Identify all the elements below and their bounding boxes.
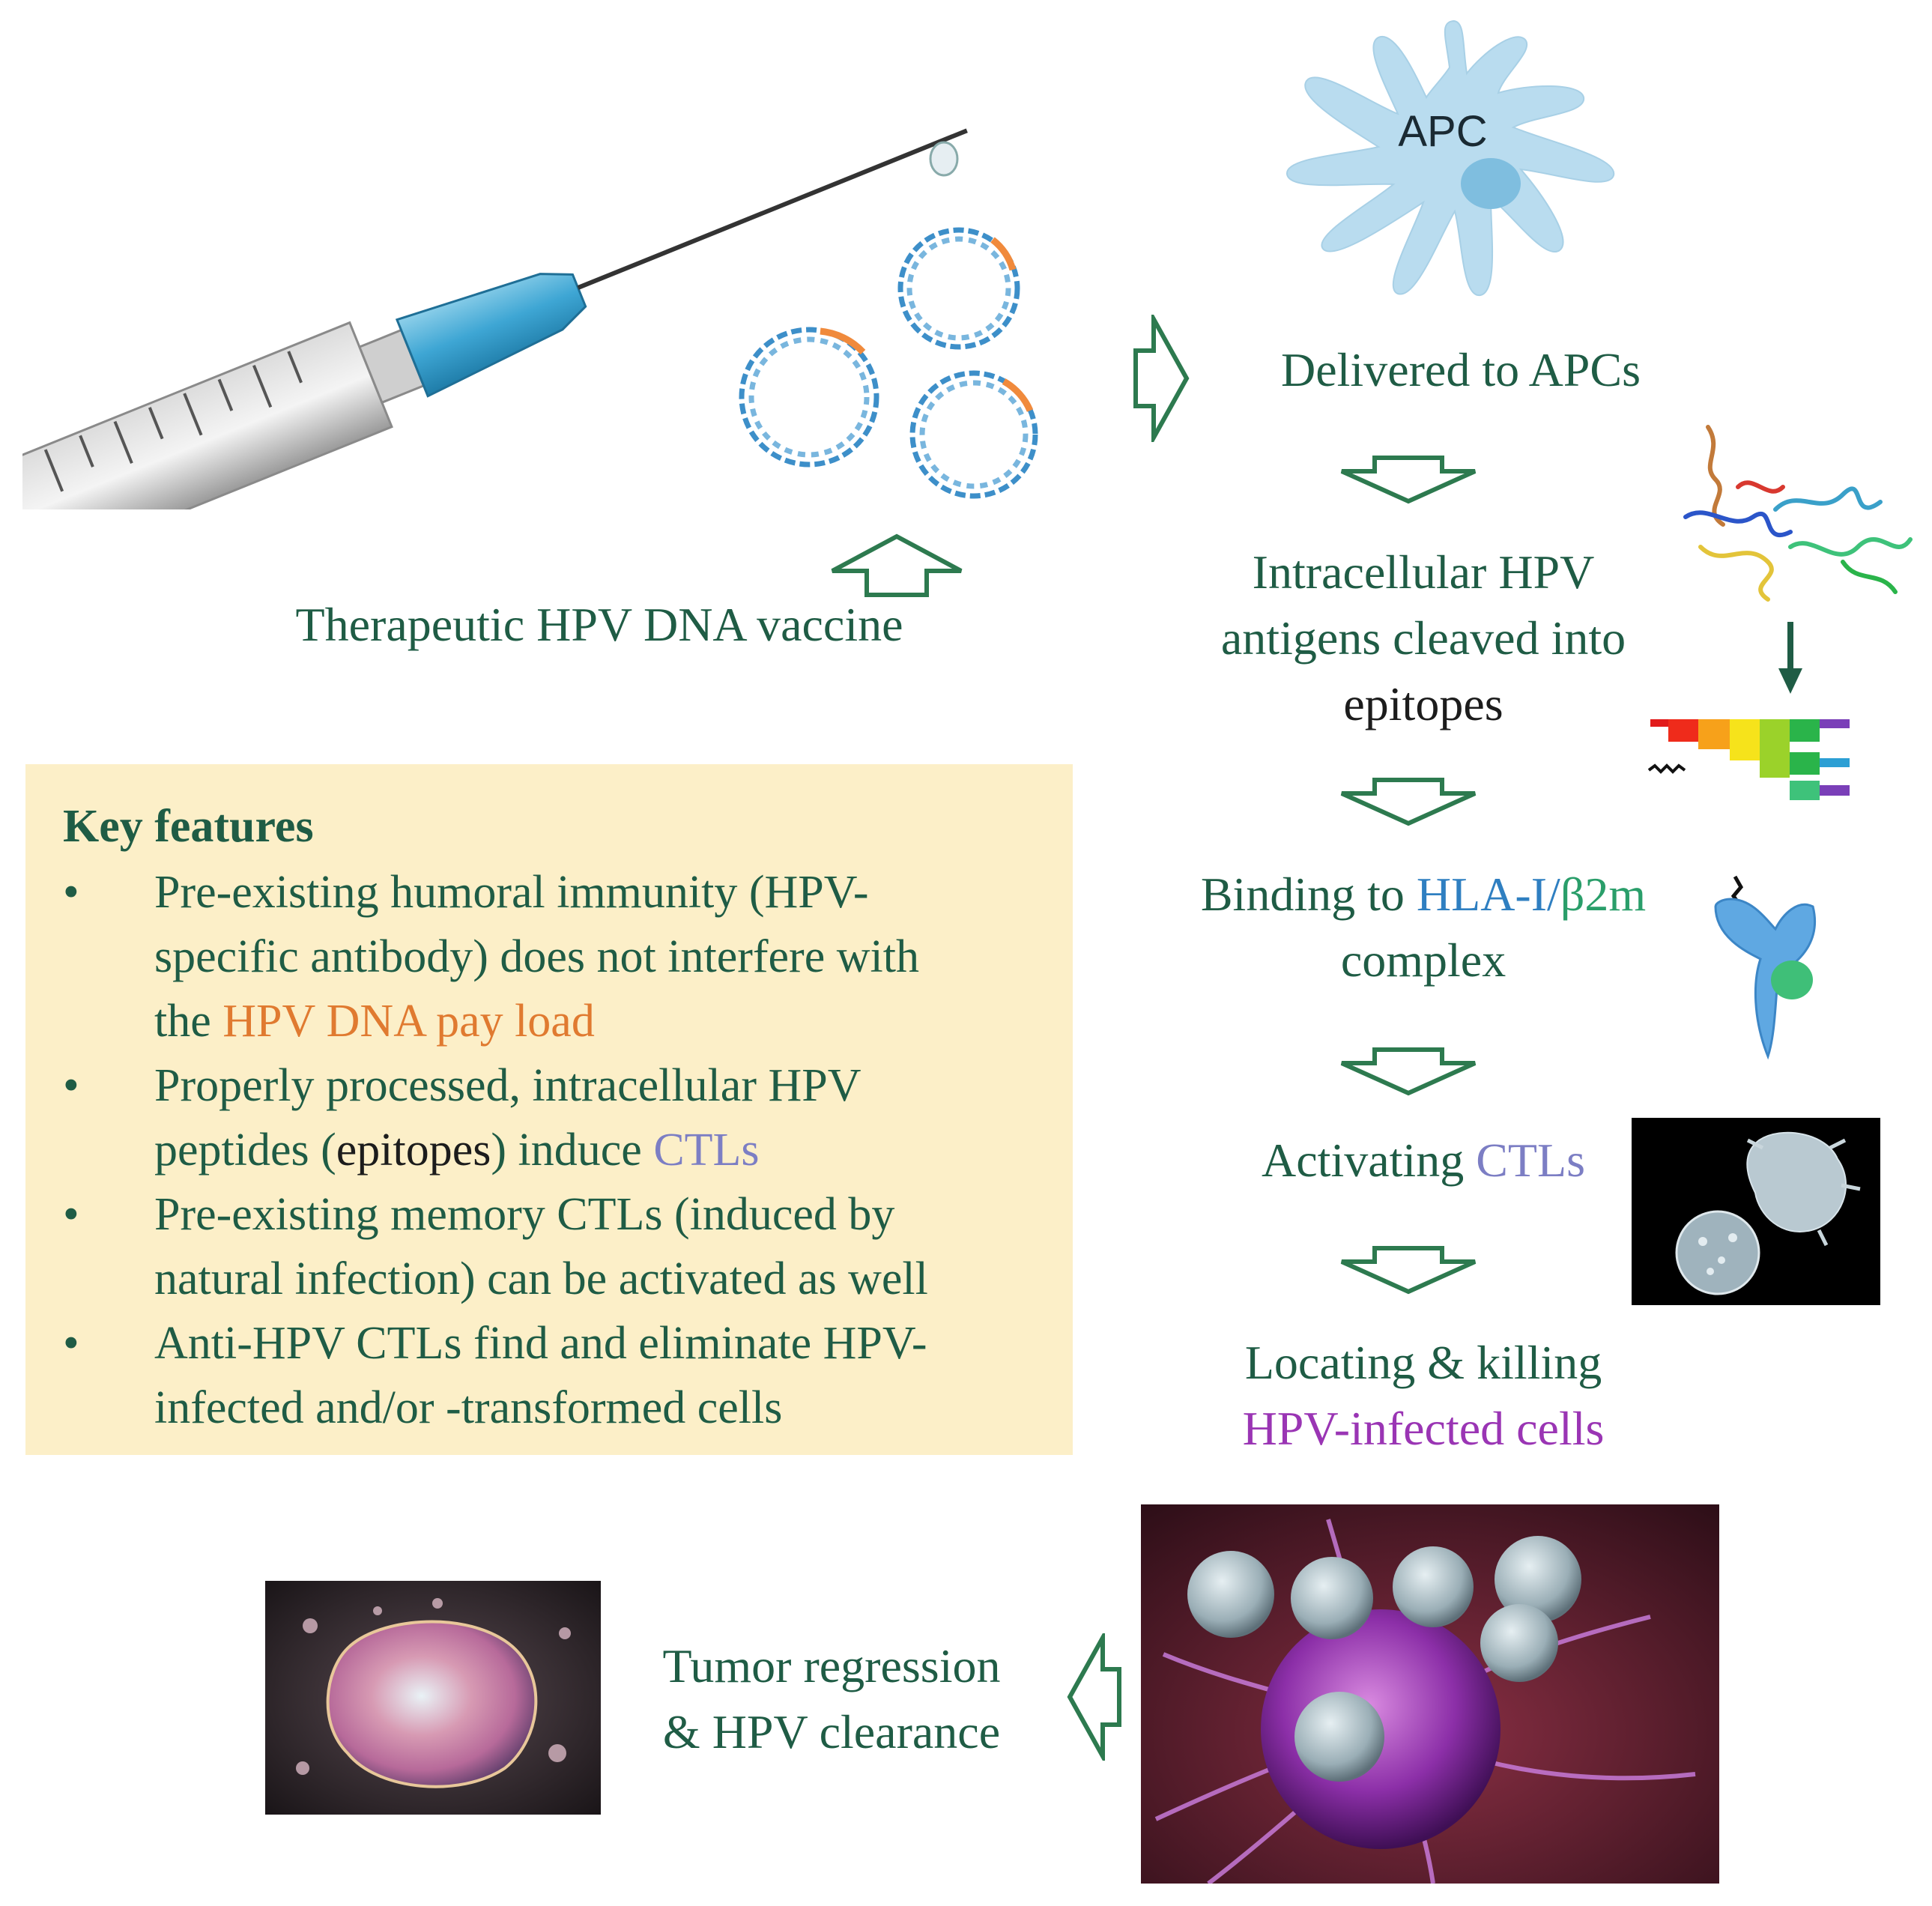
tumor-cell-image bbox=[265, 1581, 601, 1815]
step-binding: Binding to HLA-I/β2m complex bbox=[1124, 862, 1723, 993]
bullet: • bbox=[63, 867, 79, 918]
step-delivered: Delivered to APCs bbox=[1281, 343, 1641, 396]
key-feature-2-line2: peptides ( bbox=[154, 1125, 336, 1176]
bullet: • bbox=[63, 1318, 79, 1369]
epitope-fragments-icon bbox=[1647, 719, 1850, 800]
step-tumor: Tumor regression & HPV clearance bbox=[607, 1633, 1056, 1765]
step-tumor-line2: & HPV clearance bbox=[662, 1705, 1001, 1758]
ctl-attack-image bbox=[1141, 1504, 1719, 1884]
key-feature-3-line2: natural infection) can be activated as w… bbox=[154, 1253, 928, 1304]
syringe-icon bbox=[22, 128, 968, 509]
key-feature-2: • Properly processed, intracellular HPV … bbox=[63, 1053, 1043, 1182]
apc-cell-icon: APC bbox=[1286, 19, 1615, 297]
key-feature-4: • Anti-HPV CTLs find and eliminate HPV- … bbox=[63, 1311, 1043, 1440]
step-cleaved-line2: antigens cleaved into bbox=[1220, 611, 1626, 665]
step-activating-pre: Activating bbox=[1262, 1134, 1477, 1187]
payload-highlight: HPV DNA pay load bbox=[222, 996, 595, 1047]
step-cleaved: Intracellular HPV antigens cleaved into … bbox=[1161, 539, 1686, 737]
key-feature-3: • Pre-existing memory CTLs (induced by n… bbox=[63, 1182, 1043, 1311]
step-binding-line2: complex bbox=[1340, 934, 1506, 987]
hollow-arrow-icon bbox=[831, 533, 963, 597]
hollow-arrow-icon bbox=[1340, 778, 1477, 826]
bullet: • bbox=[63, 1060, 79, 1111]
hollow-arrow-icon bbox=[1340, 1047, 1477, 1096]
step-activating: Activating CTLs bbox=[1161, 1128, 1686, 1193]
ctl-cell-image bbox=[1632, 1118, 1880, 1305]
step-cleaved-line3: epitopes bbox=[1343, 677, 1503, 730]
key-feature-3-line1: Pre-existing memory CTLs (induced by bbox=[154, 1189, 895, 1240]
hollow-arrow-icon bbox=[1067, 1633, 1121, 1761]
apc-label: APC bbox=[1398, 107, 1487, 156]
key-feature-4-line2: infected and/or -transformed cells bbox=[154, 1382, 783, 1433]
ctl-label: CTLs bbox=[1476, 1134, 1585, 1187]
bullet: • bbox=[63, 1189, 79, 1240]
key-feature-4-line1: Anti-HPV CTLs find and eliminate HPV- bbox=[154, 1318, 927, 1369]
epitopes-highlight: epitopes bbox=[336, 1125, 491, 1176]
key-feature-1-line3: the bbox=[154, 996, 223, 1047]
key-features-panel: Key features • Pre-existing humoral immu… bbox=[25, 764, 1073, 1455]
hollow-arrow-icon bbox=[1340, 1246, 1477, 1295]
step-locating: Locating & killing HPV-infected cells bbox=[1161, 1330, 1686, 1462]
key-feature-1-line1: Pre-existing humoral immunity (HPV- bbox=[154, 867, 869, 918]
vaccine-label: Therapeutic HPV DNA vaccine bbox=[295, 598, 903, 651]
ctl-highlight: CTLs bbox=[653, 1125, 760, 1176]
hla-complex-icon bbox=[1714, 875, 1817, 1060]
key-feature-2-mid: ) induce bbox=[491, 1125, 654, 1176]
step-locating-line2: HPV-infected cells bbox=[1242, 1402, 1605, 1455]
protein-structure-icon bbox=[1683, 425, 1913, 602]
key-feature-1: • Pre-existing humoral immunity (HPV- sp… bbox=[63, 860, 1043, 1053]
step-locating-line1: Locating & killing bbox=[1244, 1336, 1602, 1389]
hollow-arrow-icon bbox=[1340, 456, 1477, 504]
plasmid-icon bbox=[739, 227, 1038, 499]
hla-label: HLA-I/ bbox=[1416, 868, 1560, 921]
arrow-down-icon bbox=[1778, 622, 1802, 694]
key-features-title: Key features bbox=[63, 801, 314, 852]
b2m-label: β2m bbox=[1560, 868, 1647, 921]
step-tumor-line1: Tumor regression bbox=[662, 1639, 1001, 1692]
key-feature-2-line1: Properly processed, intracellular HPV bbox=[154, 1060, 861, 1111]
hollow-arrow-icon bbox=[1133, 315, 1190, 442]
step-binding-pre: Binding to bbox=[1200, 868, 1417, 921]
step-cleaved-line1: Intracellular HPV bbox=[1252, 545, 1595, 599]
key-feature-1-line2: specific antibody) does not interfere wi… bbox=[154, 931, 919, 982]
